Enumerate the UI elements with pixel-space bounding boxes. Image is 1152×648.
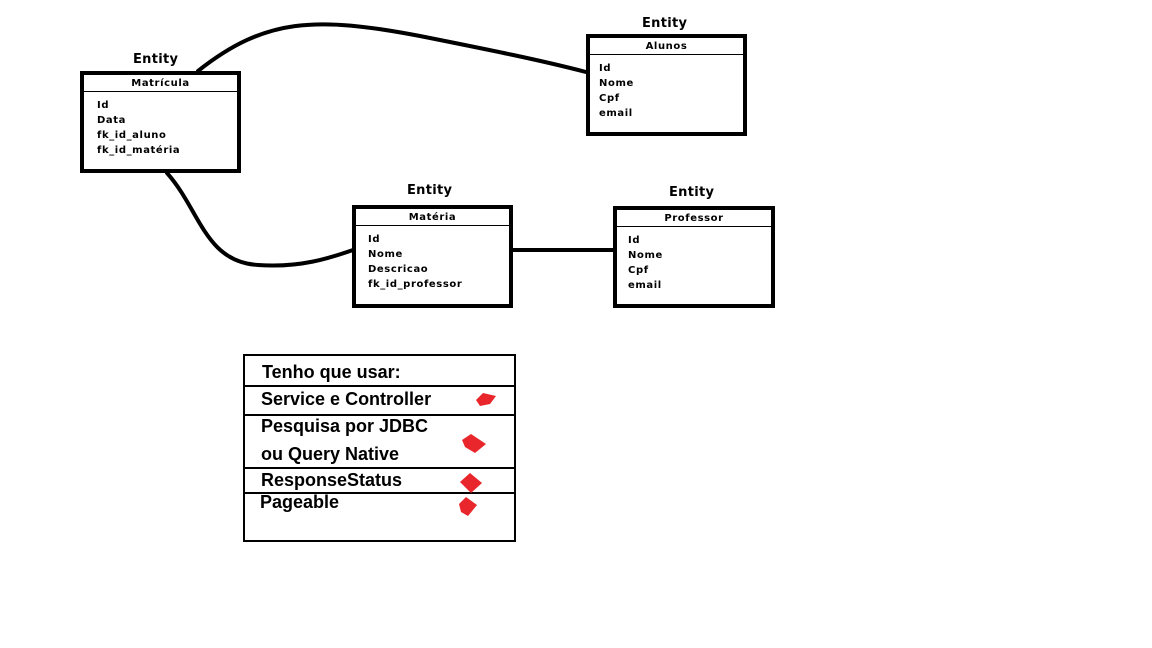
- entity-materia[interactable]: Matéria Id Nome Descricao fk_id_professo…: [352, 205, 513, 308]
- entity-attribute: Data: [97, 115, 126, 126]
- entity-attribute: Cpf: [599, 93, 620, 104]
- entity-matricula[interactable]: Matrícula Id Data fk_id_aluno fk_id_maté…: [80, 71, 241, 173]
- note-divider: [245, 385, 514, 387]
- entity-stereotype-matricula: Entity: [133, 52, 179, 67]
- entity-stereotype-alunos: Entity: [642, 16, 688, 31]
- check-mark-icon: [459, 497, 477, 516]
- note-item: Service e Controller: [261, 389, 432, 409]
- entity-name-alunos: Alunos: [590, 38, 743, 55]
- requirements-note: Tenho que usar: Service e Controller Pes…: [243, 354, 516, 542]
- entity-professor[interactable]: Professor Id Nome Cpf email: [613, 206, 775, 308]
- entity-attribute: Cpf: [628, 265, 649, 276]
- check-mark-icon: [462, 434, 486, 453]
- entity-attribute: fk_id_aluno: [97, 130, 167, 141]
- note-divider: [245, 492, 514, 494]
- check-mark-icon: [476, 393, 496, 406]
- entity-attribute: Id: [599, 63, 612, 74]
- entity-attribute: Id: [97, 100, 110, 111]
- relation-matricula-alunos: [196, 22, 588, 74]
- entity-attribute: email: [628, 280, 662, 291]
- entity-attribute: Id: [368, 234, 381, 245]
- check-mark-icon: [460, 473, 482, 493]
- entity-attribute: Id: [628, 235, 641, 246]
- entity-attribute: Nome: [368, 249, 403, 260]
- entity-name-matricula: Matrícula: [84, 75, 237, 92]
- note-title: Tenho que usar:: [262, 362, 401, 382]
- note-item: ou Query Native: [261, 444, 400, 464]
- relation-matricula-materia: [165, 171, 355, 268]
- entity-name-professor: Professor: [617, 210, 771, 227]
- entity-attribute: email: [599, 108, 633, 119]
- note-item: Pageable: [260, 492, 340, 512]
- entity-stereotype-materia: Entity: [407, 183, 453, 198]
- note-divider: [245, 414, 514, 416]
- note-divider: [245, 467, 514, 469]
- entity-stereotype-professor: Entity: [669, 185, 715, 200]
- note-item: Pesquisa por JDBC: [261, 416, 429, 436]
- entity-attribute: Descricao: [368, 264, 429, 275]
- entity-name-materia: Matéria: [356, 209, 509, 226]
- entity-attribute: fk_id_professor: [368, 279, 463, 290]
- entity-attribute: Nome: [628, 250, 663, 261]
- entity-attribute: fk_id_matéria: [97, 145, 181, 156]
- entity-attribute: Nome: [599, 78, 634, 89]
- note-item: ResponseStatus: [261, 470, 403, 490]
- entity-alunos[interactable]: Alunos Id Nome Cpf email: [586, 34, 747, 136]
